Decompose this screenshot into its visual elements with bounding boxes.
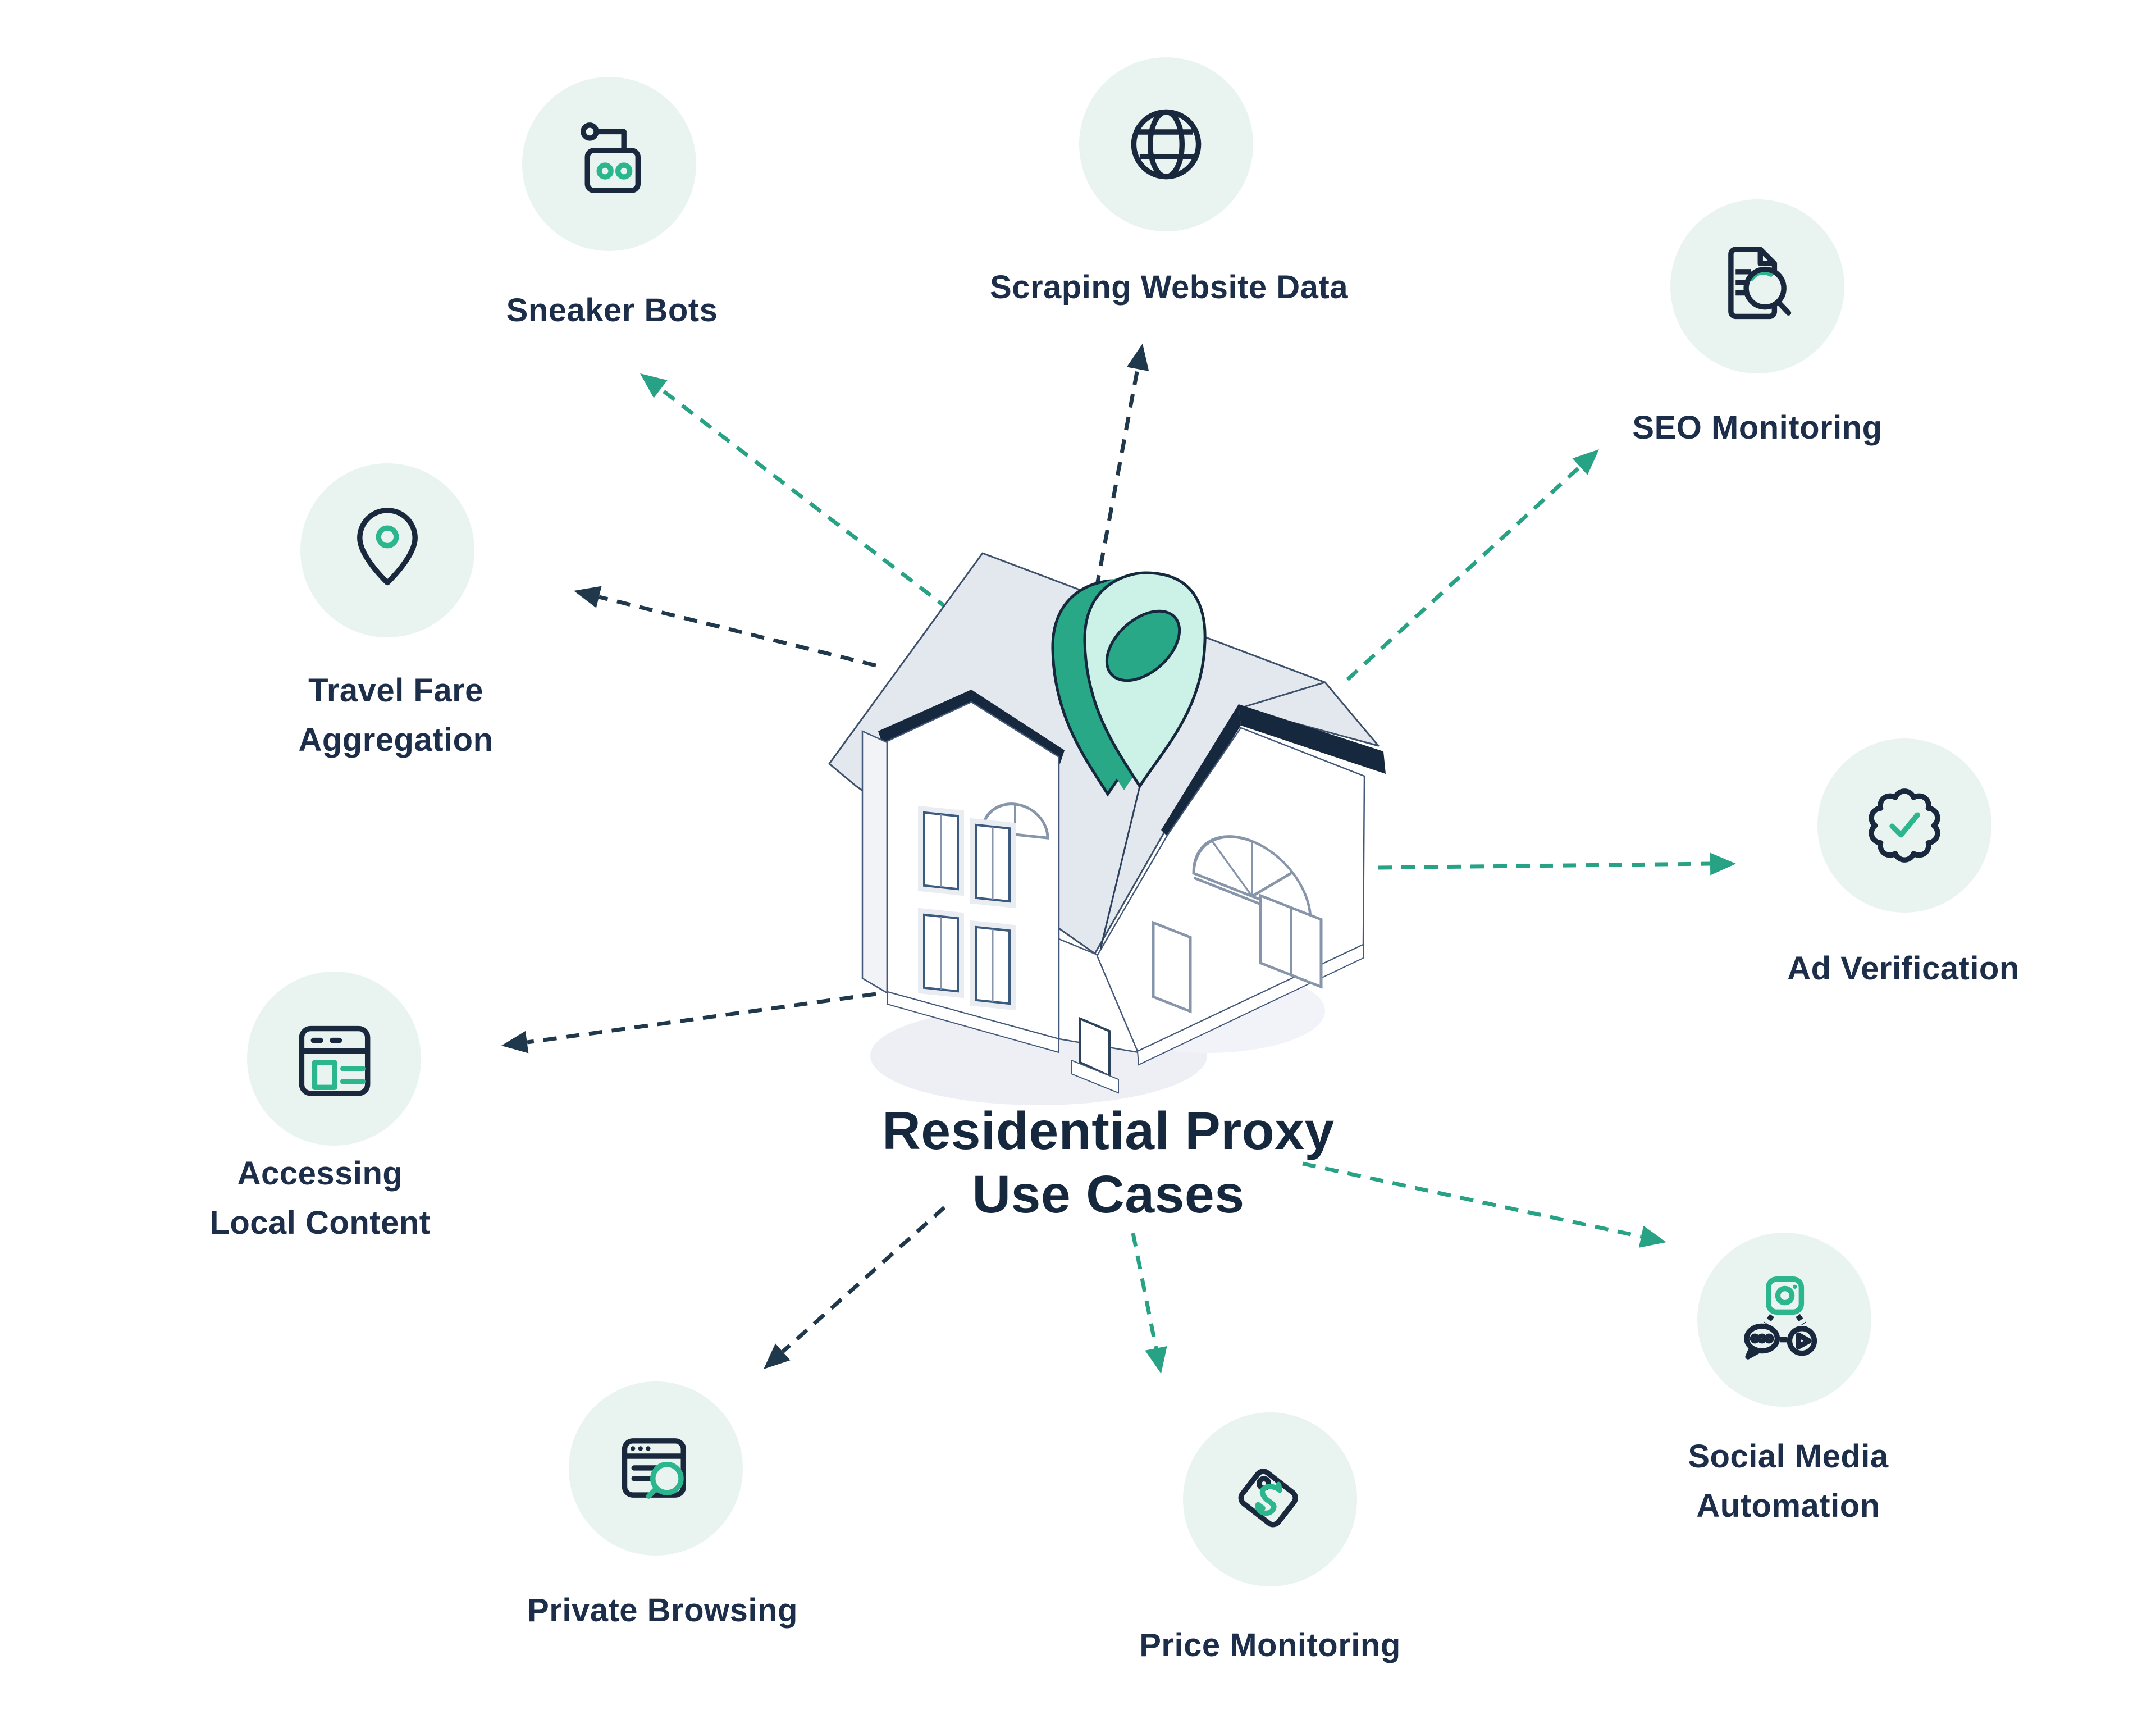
usecase-ad-verification (1817, 738, 1991, 913)
usecase-price-monitoring (1183, 1412, 1357, 1586)
usecase-label-ad-verification: Ad Verification (1787, 950, 2020, 987)
location-pin-icon (357, 508, 418, 586)
arrow-travel-fare-aggregation (574, 586, 876, 668)
house-illustration (828, 552, 1386, 1105)
globe-icon (1131, 109, 1202, 180)
browser-window-icon (299, 1025, 371, 1096)
price-tag-icon (1238, 1469, 1298, 1528)
arrow-seo-monitoring (1346, 449, 1599, 681)
document-search-icon (1728, 247, 1792, 320)
usecase-label-travel-fare-aggregation: Travel Fare Aggregation (298, 672, 494, 758)
usecase-label-social-media-automation: Social Media Automation (1688, 1438, 1889, 1524)
arrow-sneaker-bots (640, 373, 951, 611)
usecase-sneaker-bots (522, 77, 696, 251)
usecase-label-accessing-local-content: Accessing Local Content (209, 1155, 431, 1241)
usecase-private-browsing (569, 1381, 743, 1556)
arrow-ad-verification (1378, 852, 1736, 876)
verified-badge-icon (1869, 788, 1940, 863)
usecase-seo-monitoring (1670, 199, 1844, 373)
usecase-label-seo-monitoring: SEO Monitoring (1632, 409, 1883, 446)
usecase-social-media-automation (1697, 1233, 1871, 1407)
robot-icon (581, 122, 641, 193)
arrow-private-browsing (764, 1206, 946, 1369)
usecase-label-scraping-website-data: Scraping Website Data (990, 269, 1348, 306)
arrow-scraping-website-data (1065, 344, 1149, 747)
browser-search-icon (622, 1438, 686, 1499)
usecase-label-sneaker-bots: Sneaker Bots (506, 292, 718, 329)
diagram-title-line1: Residential Proxy (882, 1101, 1335, 1161)
usecase-scraping-website-data (1079, 57, 1253, 231)
usecase-label-private-browsing: Private Browsing (527, 1592, 798, 1629)
social-media-icon (1744, 1276, 1817, 1360)
diagram-title-line2: Use Cases (972, 1165, 1245, 1224)
arrow-accessing-local-content (501, 992, 876, 1054)
usecase-label-price-monitoring: Price Monitoring (1139, 1627, 1401, 1663)
usecase-accessing-local-content (247, 972, 421, 1146)
location-pin-3d (1051, 571, 1207, 797)
usecase-travel-fare-aggregation (300, 463, 474, 637)
arrow-price-monitoring (1131, 1233, 1167, 1374)
diagram-title: Residential Proxy Use Cases (659, 1100, 1557, 1226)
arrow-social-media-automation (1302, 1161, 1666, 1248)
